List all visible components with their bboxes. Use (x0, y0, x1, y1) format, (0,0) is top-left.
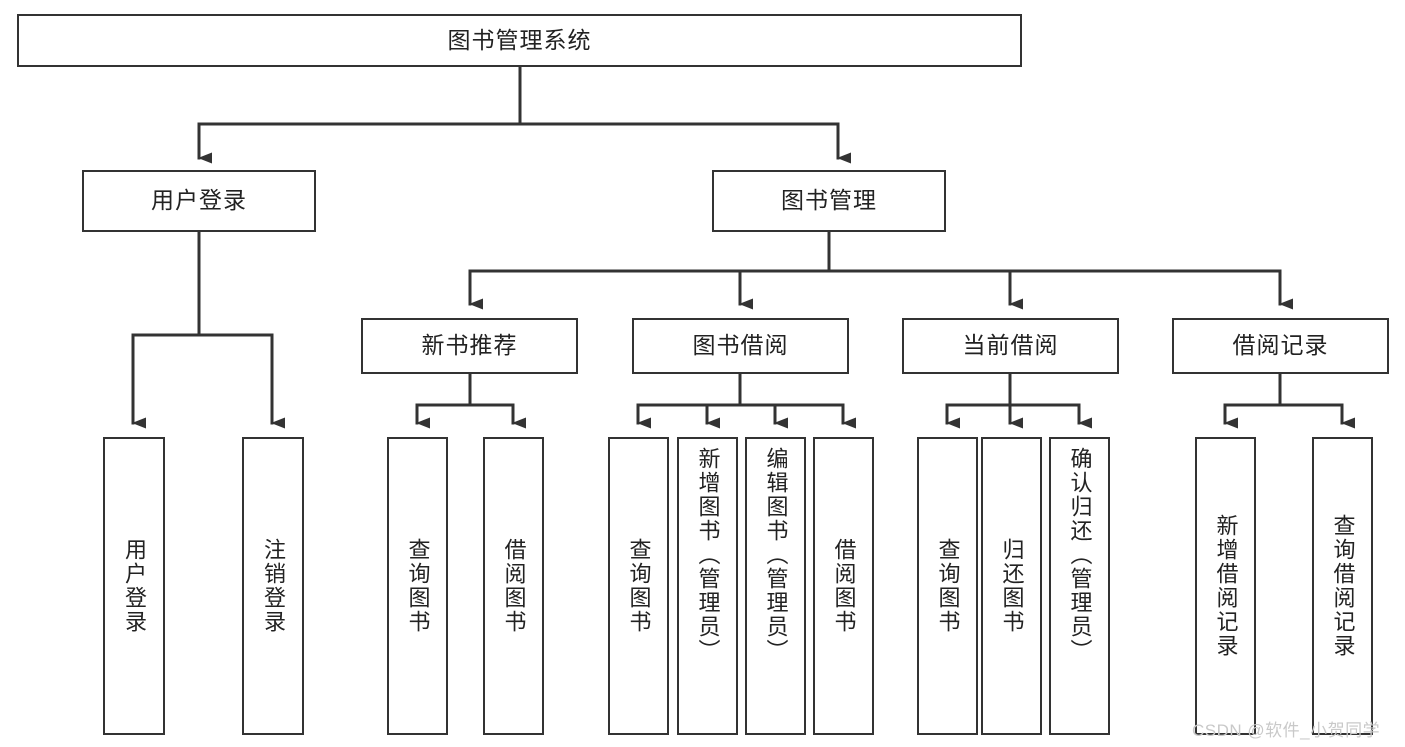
node-leaf-return-book-label: 归还图书 (999, 538, 1025, 634)
node-leaf-confirm-return[interactable]: 确认归还（管理员） (1049, 437, 1110, 735)
node-leaf-add-borrow-record-label: 新增借阅记录 (1213, 514, 1239, 658)
node-leaf-query-book-1-label: 查询图书 (405, 538, 431, 634)
node-book-management[interactable]: 图书管理 (712, 170, 946, 232)
node-borrow-record[interactable]: 借阅记录 (1172, 318, 1389, 374)
node-leaf-confirm-return-label: 确认归还（管理员） (1067, 447, 1093, 663)
node-new-book-recommend[interactable]: 新书推荐 (361, 318, 578, 374)
node-leaf-query-borrow-record[interactable]: 查询借阅记录 (1312, 437, 1373, 735)
csdn-watermark: CSDN @软件_小贺同学 (1192, 721, 1381, 740)
node-leaf-add-book-label: 新增图书（管理员） (695, 447, 721, 663)
node-leaf-user-login[interactable]: 用户登录 (103, 437, 165, 735)
node-leaf-edit-book[interactable]: 编辑图书（管理员） (745, 437, 806, 735)
node-current-borrow[interactable]: 当前借阅 (902, 318, 1119, 374)
node-root-label: 图书管理系统 (447, 26, 592, 53)
node-leaf-borrow-book-1-label: 借阅图书 (501, 538, 527, 634)
node-leaf-logout-login-label: 注销登录 (261, 538, 286, 634)
node-leaf-add-book[interactable]: 新增图书（管理员） (677, 437, 738, 735)
node-leaf-query-book-3[interactable]: 查询图书 (917, 437, 978, 735)
node-current-borrow-label: 当前借阅 (962, 332, 1059, 359)
node-leaf-query-borrow-record-label: 查询借阅记录 (1330, 514, 1356, 658)
node-leaf-borrow-book-2[interactable]: 借阅图书 (813, 437, 874, 735)
node-user-login-label: 用户登录 (151, 187, 247, 214)
node-user-login[interactable]: 用户登录 (82, 170, 316, 232)
node-borrow-record-label: 借阅记录 (1232, 332, 1329, 359)
node-leaf-logout-login[interactable]: 注销登录 (242, 437, 304, 735)
node-leaf-return-book[interactable]: 归还图书 (981, 437, 1042, 735)
node-leaf-borrow-book-2-label: 借阅图书 (831, 538, 857, 634)
node-book-management-label: 图书管理 (781, 187, 877, 214)
node-leaf-user-login-label: 用户登录 (122, 538, 147, 634)
node-new-book-recommend-label: 新书推荐 (421, 332, 518, 359)
node-leaf-query-book-2-label: 查询图书 (626, 538, 652, 634)
node-leaf-add-borrow-record[interactable]: 新增借阅记录 (1195, 437, 1256, 735)
node-book-borrow-label: 图书借阅 (692, 332, 789, 359)
node-book-borrow[interactable]: 图书借阅 (632, 318, 849, 374)
node-leaf-query-book-3-label: 查询图书 (935, 538, 961, 634)
node-leaf-query-book-1[interactable]: 查询图书 (387, 437, 448, 735)
node-leaf-edit-book-label: 编辑图书（管理员） (763, 447, 789, 663)
node-leaf-query-book-2[interactable]: 查询图书 (608, 437, 669, 735)
node-leaf-borrow-book-1[interactable]: 借阅图书 (483, 437, 544, 735)
node-root[interactable]: 图书管理系统 (17, 14, 1022, 67)
